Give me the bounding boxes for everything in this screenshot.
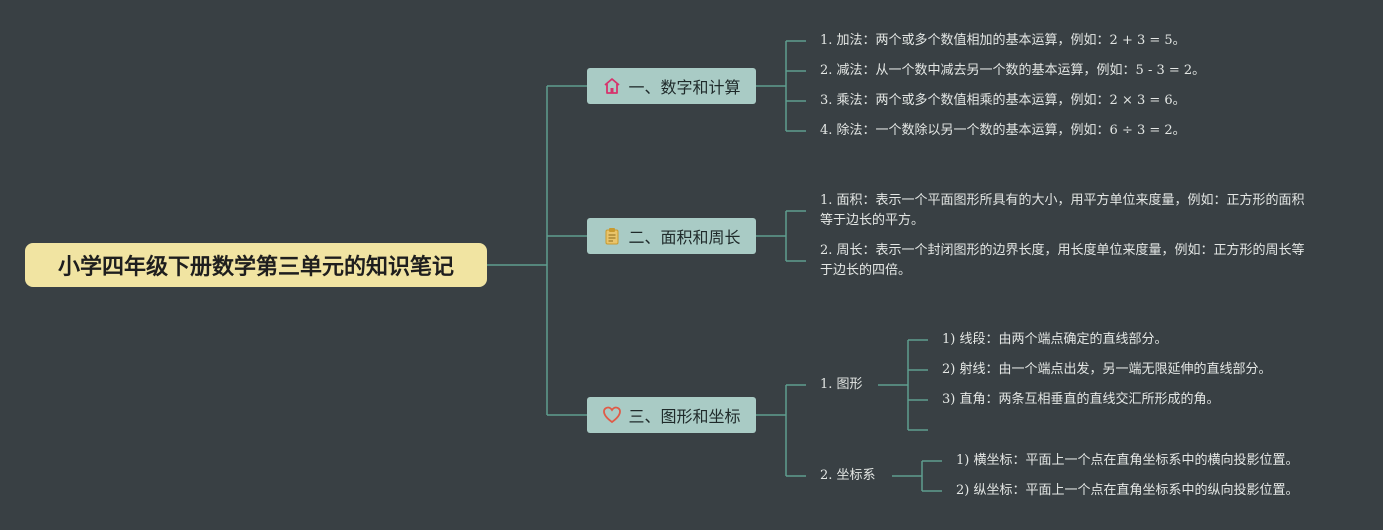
branch-shapes-coordinates[interactable]: 三、图形和坐标 xyxy=(587,397,756,433)
root-title: 小学四年级下册数学第三单元的知识笔记 xyxy=(57,255,454,280)
leaf-ray: 2) 射线：由一个端点出发，另一端无限延伸的直线部分。 xyxy=(942,362,1272,377)
heart-icon xyxy=(602,405,622,425)
leaf-line-segment: 1) 线段：由两个端点确定的直线部分。 xyxy=(942,332,1168,347)
leaf-addition: 1. 加法：两个或多个数值相加的基本运算，例如：2 + 3 = 5。 xyxy=(820,33,1186,48)
clipboard-icon xyxy=(602,226,622,246)
group-shapes[interactable]: 1. 图形 xyxy=(820,377,863,392)
leaf-y-coordinate: 2) 纵坐标：平面上一个点在直角坐标系中的纵向投影位置。 xyxy=(956,483,1299,498)
leaf-subtraction: 2. 减法：从一个数中减去另一个数的基本运算，例如：5 - 3 = 2。 xyxy=(820,63,1206,78)
leaf-area: 1. 面积：表示一个平面图形所具有的大小，用平方单位来度量，例如：正方形的面积等… xyxy=(820,193,1305,228)
branch-label: 一、数字和计算 xyxy=(628,78,741,97)
branch-numbers-calculation[interactable]: 一、数字和计算 xyxy=(587,68,756,104)
leaf-perimeter: 2. 周长：表示一个封闭图形的边界长度，用长度单位来度量，例如：正方形的周长等于… xyxy=(820,243,1305,278)
leaf-division: 4. 除法：一个数除以另一个数的基本运算，例如：6 ÷ 3 = 2。 xyxy=(820,123,1186,138)
leaf-right-angle: 3) 直角：两条互相垂直的直线交汇所形成的角。 xyxy=(942,392,1220,407)
branch-label: 二、面积和周长 xyxy=(628,228,741,247)
branch-label: 三、图形和坐标 xyxy=(628,407,741,426)
branch-area-perimeter[interactable]: 二、面积和周长 xyxy=(587,218,756,254)
leaf-x-coordinate: 1) 横坐标：平面上一个点在直角坐标系中的横向投影位置。 xyxy=(956,453,1299,468)
root-topic[interactable]: 小学四年级下册数学第三单元的知识笔记 xyxy=(25,243,487,287)
leaf-multiplication: 3. 乘法：两个或多个数值相乘的基本运算，例如：2 × 3 = 6。 xyxy=(820,93,1186,108)
group-coordinate-system[interactable]: 2. 坐标系 xyxy=(820,468,876,483)
house-icon xyxy=(602,76,622,96)
